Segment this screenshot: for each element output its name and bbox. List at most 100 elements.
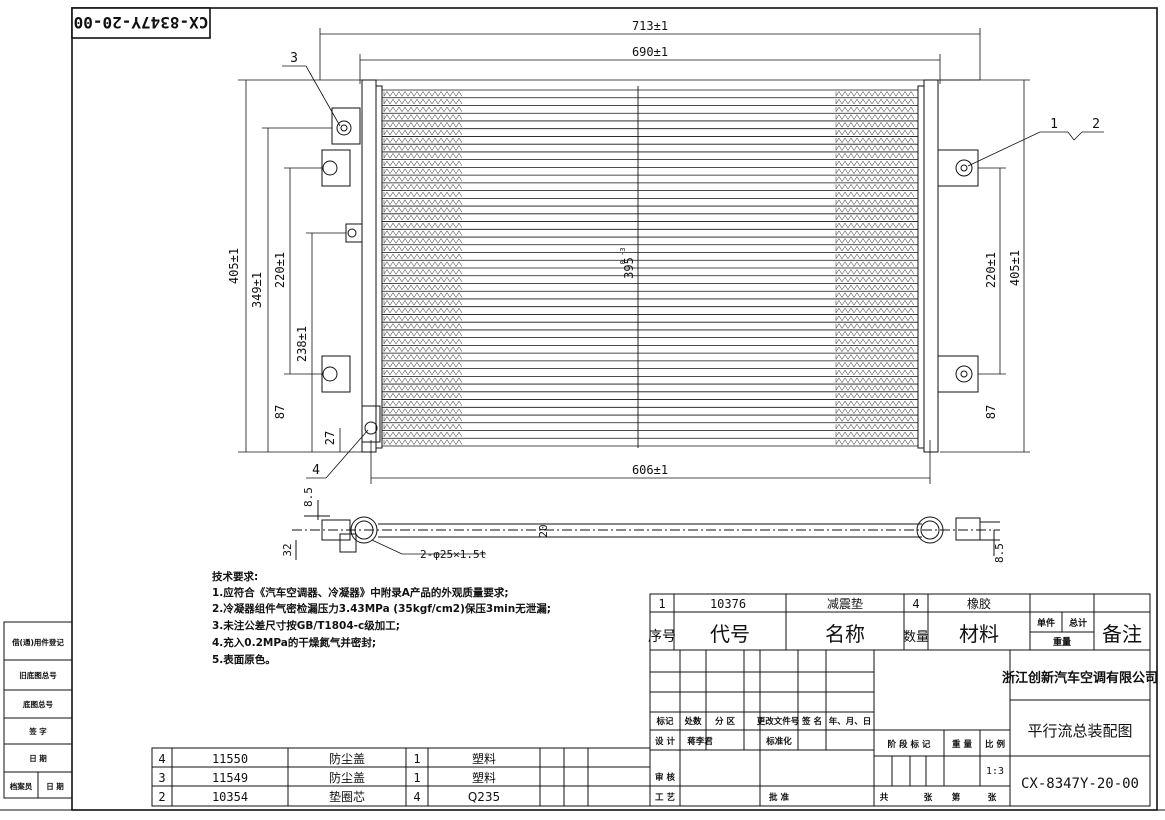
core-fin (835, 323, 915, 330)
core-fin (383, 369, 463, 376)
title-stamp: CX-8347Y-20-00 (71, 7, 211, 39)
dim-core-width: 690±1 (632, 45, 668, 59)
bom-bottom-grid (151, 747, 651, 807)
dim-left-height: 405±1 (227, 248, 241, 284)
stamp-date: 日 期 (29, 753, 47, 763)
left-header (321, 79, 383, 453)
approve-label: 批 准 (769, 792, 789, 803)
core-fin (383, 137, 463, 144)
callout-leaders (282, 65, 1104, 479)
core-fin (835, 114, 915, 121)
bom-bottom-cell: 11549 (212, 771, 248, 785)
dim-side-85-top: 8.5 (302, 487, 315, 507)
standard-label: 标准化 (765, 736, 792, 747)
core-fin (835, 253, 915, 260)
bom-top-name: 减震垫 (827, 596, 863, 611)
bom-top-qty: 4 (912, 597, 919, 611)
tech-item-5: 5.表面原色。 (212, 653, 276, 666)
core-fin (835, 91, 915, 98)
stamp-archivist: 档案员 (10, 781, 33, 791)
bom-bottom-cell: 塑料 (472, 770, 496, 785)
bom-bottom-cell: 防尘盖 (329, 751, 365, 766)
core-fin (383, 238, 463, 245)
bom-header-no: 序号 (648, 629, 676, 645)
core-fin (835, 168, 915, 175)
dim-overall-width: 713±1 (632, 19, 668, 33)
core-fin (835, 230, 915, 237)
bom-bottom-cell: 2 (158, 790, 165, 804)
core-fin (835, 222, 915, 229)
core-fin (383, 338, 463, 345)
core-fin (383, 315, 463, 322)
core-fin (835, 269, 915, 276)
drawing-number: CX-8347Y-20-00 (1021, 776, 1139, 792)
core-fin (835, 377, 915, 384)
core-fin (835, 245, 915, 252)
core-fin (383, 330, 463, 338)
core-fin (383, 91, 463, 98)
core-fin (835, 292, 915, 299)
core-fin (835, 261, 915, 268)
core-fin (835, 176, 915, 183)
sheet-total: 共 (880, 792, 889, 803)
core-fin (383, 199, 463, 206)
bom-bottom-cell: 4 (413, 790, 420, 804)
dim-left-349: 349±1 (250, 272, 264, 308)
designer-name: 蒋李君 (687, 736, 713, 747)
core-fin (835, 191, 915, 198)
core-fin (383, 284, 463, 291)
core-fin (835, 121, 915, 129)
core-fin (835, 160, 915, 167)
bom-top-grid (649, 593, 1151, 651)
stamp-base: 底图总号 (23, 699, 53, 709)
rev-mark: 标记 (655, 716, 674, 727)
core-fin (835, 152, 915, 160)
core-fin (835, 315, 915, 322)
tech-requirements: 技术要求: 1.应符合《汽车空调器、冷凝器》中附录A产品的外观质量要求; 2.冷… (212, 570, 551, 666)
pipe-leader (371, 539, 403, 555)
core-fin (835, 431, 915, 438)
review-label: 审 核 (655, 772, 675, 783)
bom-header-qty: 数量 (903, 630, 929, 645)
stage-mark: 阶 段 标 记 (888, 739, 931, 750)
stage-scale: 比 例 (985, 739, 1005, 750)
stamp-old-base: 旧底图总号 (19, 670, 57, 680)
dim-bottom-width: 606±1 (632, 463, 668, 477)
rev-zone: 分 区 (715, 716, 735, 727)
sheet-no: 第 (952, 792, 961, 803)
core-fin (835, 423, 915, 430)
bom-bottom-cell: 10354 (212, 790, 248, 804)
tech-heading: 技术要求: (212, 570, 258, 583)
core-fin (383, 121, 463, 129)
core-fin (835, 276, 915, 283)
rev-count: 处数 (683, 716, 702, 727)
core-fin (835, 129, 915, 136)
core-fin (383, 299, 463, 307)
right-header (917, 79, 979, 453)
core-fin (383, 408, 463, 415)
core-fin (835, 369, 915, 376)
scale-value: 1:3 (986, 766, 1004, 777)
bom-top-material: 橡胶 (967, 596, 991, 611)
core-fin (383, 253, 463, 260)
core-fin (835, 284, 915, 291)
bom-bottom-cell: 3 (158, 771, 165, 785)
callout-3: 3 (290, 51, 298, 66)
tech-item-3: 3.未注公差尺寸按GB/T1804-c级加工; (212, 619, 400, 632)
dim-left-238: 238±1 (295, 326, 309, 362)
dim-left-27: 27 (323, 431, 337, 445)
core-fin (383, 416, 463, 423)
core-fin (383, 439, 463, 446)
title-block-grid (649, 649, 1151, 807)
title-stamp-text: CX-8347Y-20-00 (74, 13, 209, 32)
core-fin (835, 145, 915, 152)
core-fin (835, 137, 915, 144)
core-fin (835, 307, 915, 314)
core-fin (383, 292, 463, 299)
core-fin (835, 354, 915, 361)
core-fin (383, 230, 463, 237)
core-fin (835, 385, 915, 392)
core-fin (835, 416, 915, 423)
